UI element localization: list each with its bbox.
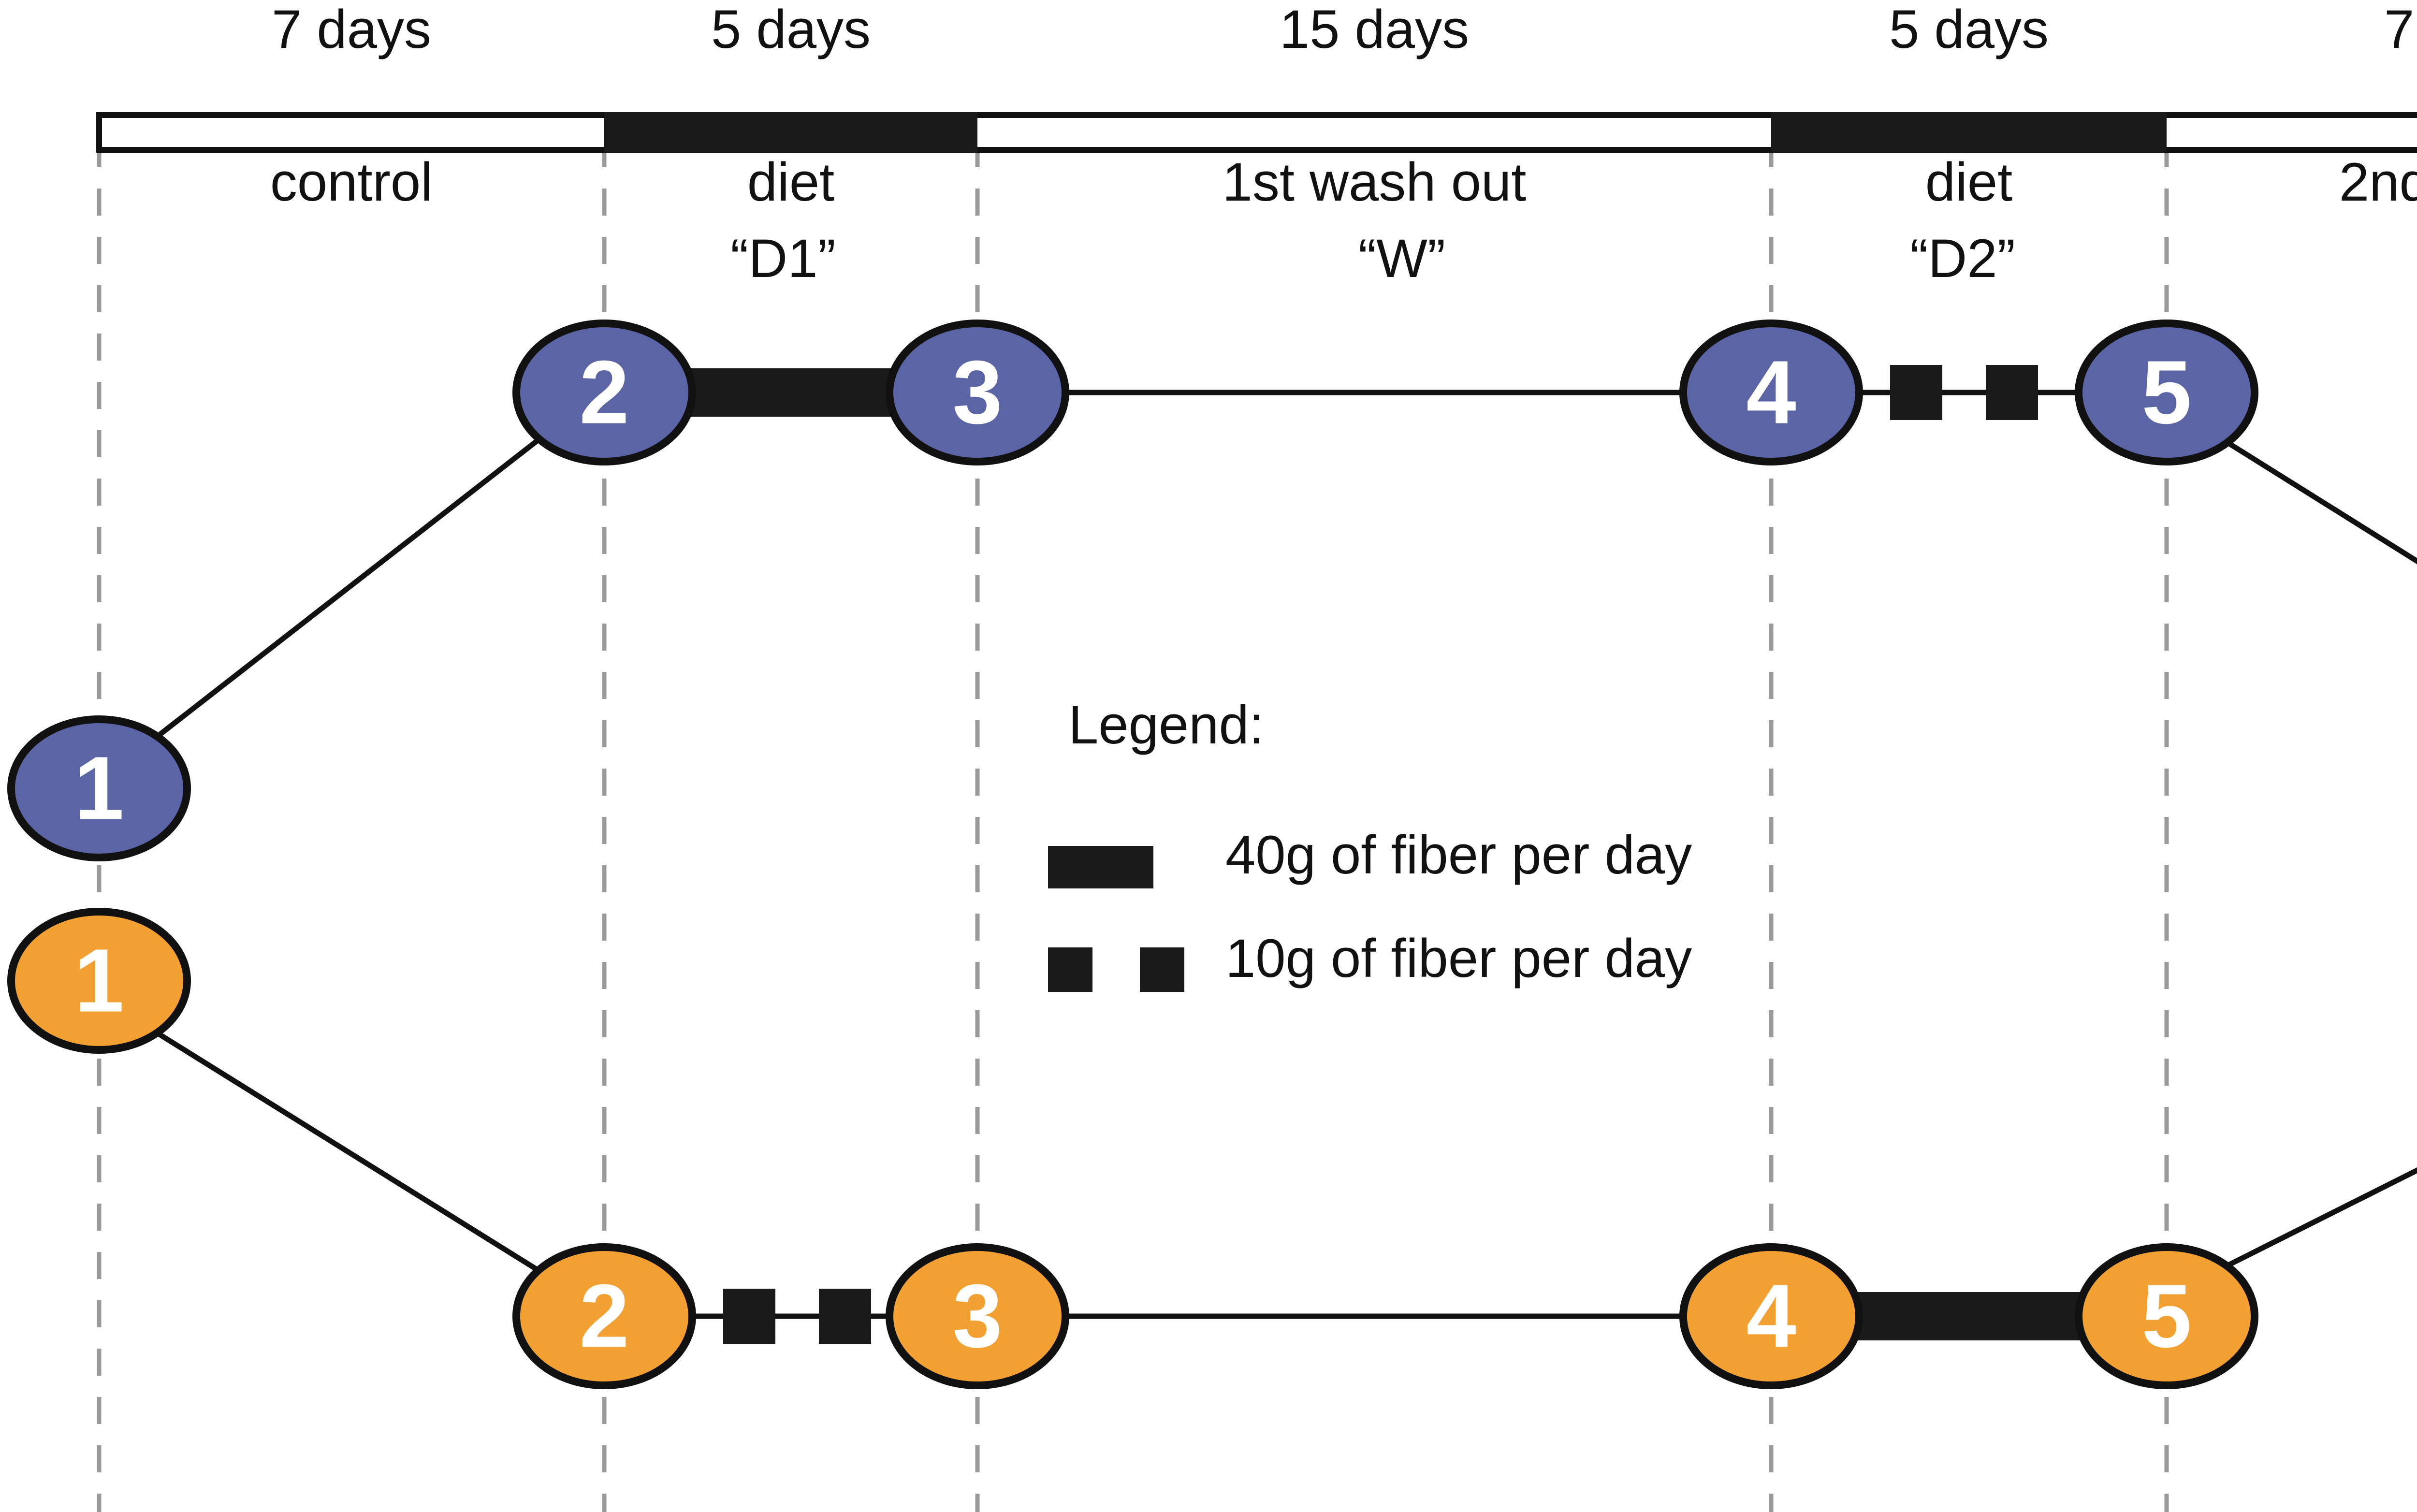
timeline-segment-diet-2 [1771, 112, 2167, 153]
legend-label-10g: 10g of fiber per day [1225, 928, 1692, 989]
legend-swatch-10g-block-a [1048, 947, 1092, 992]
duration-label-wash-1: 15 days [1279, 0, 1470, 59]
node-orange-3-label: 3 [952, 1266, 1002, 1367]
node-blue-4-label: 4 [1746, 343, 1796, 443]
node-orange-5[interactable] [2075, 1243, 2258, 1389]
link-orange-2-3-block-a [723, 1289, 775, 1344]
phase-label-diet-2: diet [1925, 152, 2013, 212]
link-blue-4-5-block-a [1890, 365, 1942, 420]
duration-label-wash-2: 7 days [2384, 0, 2417, 59]
arm-orange-nodes: 1 2 3 4 5 6 [7, 908, 2258, 1389]
arm-blue-nodes: 1 2 3 4 5 6 [7, 320, 2258, 861]
node-orange-1-label: 1 [74, 931, 124, 1031]
node-orange-4-label: 4 [1746, 1266, 1796, 1367]
phase-label-wash-1: 1st wash out [1222, 152, 1527, 212]
timeline-bar [96, 112, 2417, 153]
duration-label-diet-2: 5 days [1889, 0, 2049, 59]
link-blue-4-5-block-b [1986, 365, 2038, 420]
node-orange-2-label: 2 [579, 1266, 629, 1367]
node-blue-2[interactable] [512, 320, 696, 465]
link-orange-2-3-block-b [819, 1289, 871, 1344]
legend-label-40g: 40g of fiber per day [1225, 825, 1692, 885]
arm-blue-links [158, 365, 2417, 737]
node-blue-2-label: 2 [579, 343, 629, 443]
code-label-w: “W” [1358, 228, 1446, 289]
code-label-d1: “D1” [730, 228, 836, 289]
node-blue-3-label: 3 [952, 343, 1002, 443]
link-orange-5-6 [2228, 1167, 2417, 1267]
code-label-d2: “D2” [1910, 228, 2015, 289]
node-orange-1[interactable] [7, 908, 191, 1054]
duration-label-control: 7 days [272, 0, 431, 59]
timeline-segment-diet-1 [604, 112, 977, 153]
node-blue-5[interactable] [2075, 320, 2258, 465]
legend-swatch-40g [1048, 846, 1153, 888]
node-orange-5-label: 5 [2141, 1266, 2191, 1367]
phase-label-control: control [270, 152, 433, 212]
node-orange-3[interactable] [886, 1243, 1069, 1389]
node-blue-5-label: 5 [2141, 343, 2191, 443]
phase-label-diet-1: diet [747, 152, 835, 212]
node-blue-4[interactable] [1679, 320, 1863, 465]
node-blue-3[interactable] [886, 320, 1069, 465]
legend-swatch-10g-block-b [1140, 947, 1184, 992]
legend-title: Legend: [1068, 695, 1264, 755]
link-blue-5-6 [2228, 441, 2417, 565]
duration-label-diet-1: 5 days [711, 0, 871, 59]
node-blue-1-label: 1 [74, 739, 124, 839]
node-orange-4[interactable] [1679, 1243, 1863, 1389]
link-orange-1-2 [158, 1032, 543, 1275]
node-blue-1[interactable] [7, 715, 191, 861]
link-blue-1-2 [158, 435, 543, 737]
node-orange-2[interactable] [512, 1243, 696, 1389]
phase-label-wash-2: 2nd wash out [2339, 152, 2417, 212]
